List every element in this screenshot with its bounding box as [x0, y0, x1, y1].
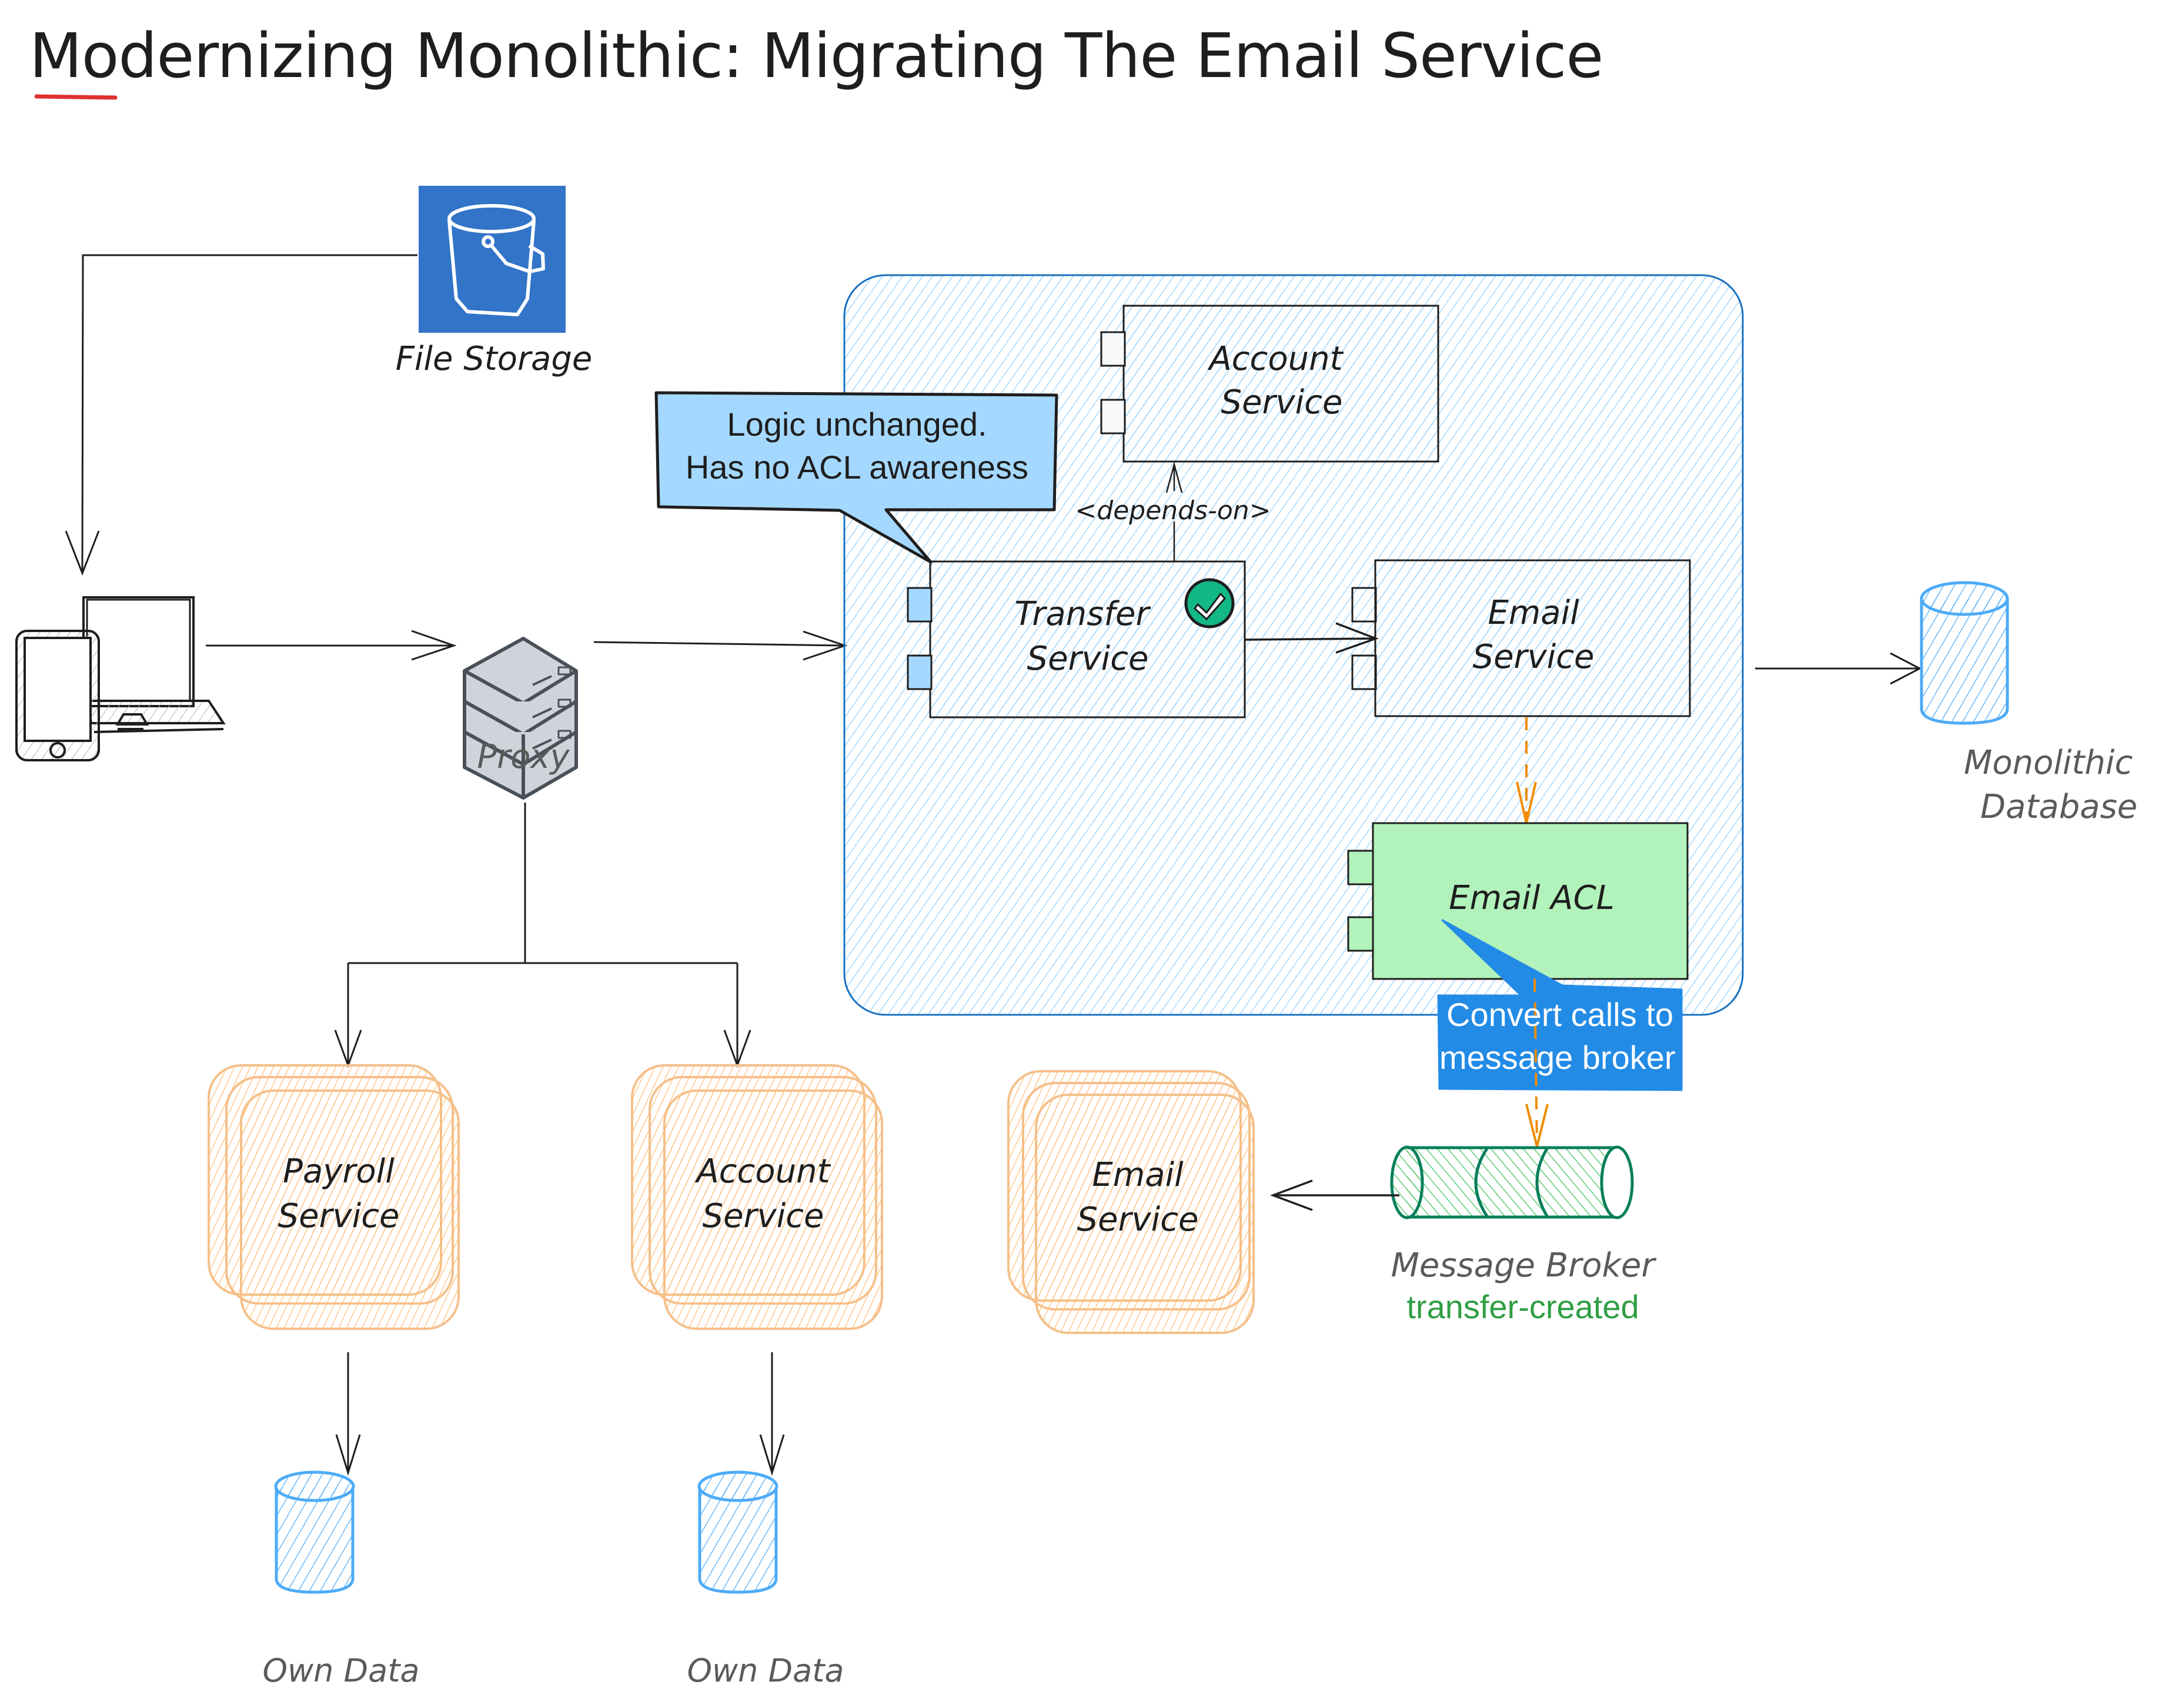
payroll-db-label: Own Data: [262, 1652, 420, 1689]
callout-acl-line1: Convert calls to: [1446, 996, 1673, 1033]
monolithic-db-line1: Monolithic: [1964, 744, 2133, 782]
payroll-service-line2: Service: [278, 1197, 400, 1235]
arrow-account-to-db: [759, 1352, 785, 1476]
monolithic-database-icon[interactable]: [1920, 581, 2009, 725]
server-stack-icon[interactable]: [463, 637, 578, 800]
message-broker-icon[interactable]: [1390, 1145, 1634, 1219]
bucket-icon: [447, 204, 545, 316]
monolithic-db-line2: Database: [1980, 788, 2138, 826]
email-service-line1: Email: [1488, 594, 1579, 632]
proxy-label: Proxy: [477, 738, 570, 776]
email-microservice-node[interactable]: [1007, 1070, 1255, 1334]
callout-transfer-line1: Logic unchanged.: [727, 406, 987, 443]
account-microservice-node[interactable]: [631, 1064, 883, 1330]
account-db-icon[interactable]: [697, 1470, 778, 1594]
page-title: Modernizing Monolithic: Migrating The Em…: [29, 20, 1603, 92]
file-storage-label: File Storage: [395, 340, 593, 378]
account-microservice-line2: Service: [702, 1197, 824, 1235]
check-icon: [1184, 578, 1235, 629]
email-microservice-line1: Email: [1092, 1156, 1184, 1194]
bucket-icon-bg: [419, 186, 566, 333]
account-service-component[interactable]: [1100, 305, 1439, 463]
callout-acl-text: Convert calls to message broker events: [1439, 994, 1782, 1079]
arrow-proxy-to-monolith: [593, 630, 848, 661]
file-storage-node[interactable]: [419, 186, 566, 333]
arrow-proxy-to-microservices: [334, 803, 751, 1068]
transfer-service-line2: Service: [1027, 640, 1149, 678]
account-microservice-line1: Account: [696, 1152, 830, 1191]
depends-on-label: <depends-on>: [1075, 496, 1271, 526]
account-service-line2: Service: [1221, 383, 1343, 422]
transfer-service-line1: Transfer: [1014, 595, 1149, 633]
email-service-component[interactable]: [1351, 559, 1691, 717]
arrow-depends-on: [1165, 462, 1183, 561]
arrow-clients-to-proxy: [206, 630, 457, 661]
email-acl-label: Email ACL: [1449, 879, 1615, 917]
arrow-monolith-to-database: [1755, 652, 1922, 685]
message-broker-label: Message Broker: [1391, 1246, 1655, 1285]
callout-acl-note: [1437, 919, 1683, 1091]
devices-icon[interactable]: [15, 596, 226, 761]
callout-transfer-line2: Has no ACL awareness: [685, 448, 1029, 486]
email-acl-component[interactable]: [1347, 822, 1689, 980]
account-db-label: Own Data: [687, 1652, 844, 1689]
title-underline: [34, 94, 118, 100]
arrow-broker-to-email-service: [1269, 1179, 1399, 1211]
callout-acl-line2: message broker events: [1439, 1038, 1782, 1076]
arrow-storage-to-clients: [65, 254, 417, 576]
payroll-service-node[interactable]: [208, 1064, 460, 1330]
arrow-payroll-to-db: [335, 1352, 361, 1476]
payroll-db-icon[interactable]: [274, 1470, 355, 1594]
payroll-service-line1: Payroll: [283, 1152, 395, 1191]
account-service-line1: Account: [1209, 340, 1343, 378]
callout-transfer-text: Logic unchanged. Has no ACL awareness: [659, 403, 1055, 489]
callout-transfer-note: [654, 391, 1058, 564]
email-service-line2: Service: [1472, 638, 1595, 676]
email-microservice-line2: Service: [1077, 1201, 1199, 1239]
message-broker-topic: transfer-created: [1406, 1288, 1639, 1325]
